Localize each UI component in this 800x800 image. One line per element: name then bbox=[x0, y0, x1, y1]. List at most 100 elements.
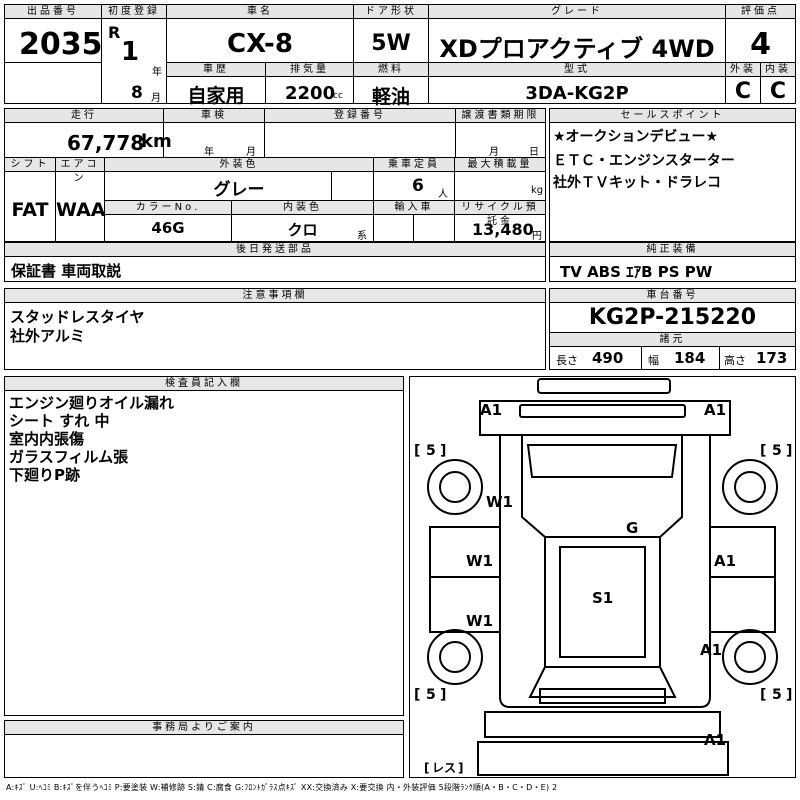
reg-month: 8 bbox=[131, 83, 143, 103]
inspector-line: シート すれ 中 bbox=[9, 412, 110, 430]
height: 173 bbox=[756, 349, 788, 367]
mark-rear: A1 bbox=[704, 731, 726, 749]
mark-door-fl: W1 bbox=[466, 552, 493, 570]
model-code: 3DA-KG2P bbox=[525, 83, 629, 104]
later-items-block: 後日発送部品 保証書 車両取説 bbox=[4, 242, 546, 282]
interior-label: 内装 bbox=[761, 63, 795, 77]
first-reg-label: 初度登録 bbox=[102, 5, 166, 19]
svg-text:]: ] bbox=[786, 443, 792, 459]
mileage: 67,778 bbox=[67, 131, 145, 155]
inspection-year-unit: 年 bbox=[204, 147, 214, 158]
score-label: 評価点 bbox=[726, 5, 795, 19]
color-label: 外装色 bbox=[105, 158, 373, 172]
load-label: 最大積載量 bbox=[455, 158, 545, 172]
note-line: スタッドレスタイヤ bbox=[10, 308, 145, 326]
chassis-label: 車台番号 bbox=[550, 289, 795, 303]
inspector-line: エンジン廻りオイル漏れ bbox=[9, 394, 175, 412]
later-items: 保証書 車両取説 bbox=[11, 262, 122, 280]
inspector-block: 検査員記入欄 エンジン廻りオイル漏れ シート すれ 中 室内内張傷 ガラスフィル… bbox=[4, 376, 404, 716]
specs-block: 走行 67,778 km 車検 年 月 登録番号 譲渡書類期限 月 日 シフト … bbox=[4, 108, 546, 242]
car-name: CX-8 bbox=[227, 29, 293, 59]
inspection-label: 車検 bbox=[164, 109, 264, 123]
displacement: 2200 bbox=[285, 83, 336, 104]
door-type: 5W bbox=[371, 31, 411, 56]
inspector-line: 室内内張傷 bbox=[9, 430, 85, 448]
ac-label: エアコン bbox=[56, 158, 104, 184]
capacity: 6 bbox=[412, 176, 424, 196]
mark-front-left: A1 bbox=[480, 401, 502, 419]
svg-text:]: ] bbox=[786, 687, 792, 703]
mark-windshield: G bbox=[626, 519, 638, 537]
load-unit: kg bbox=[531, 185, 544, 196]
cc-unit: cc bbox=[333, 91, 343, 101]
reg-year: 1 bbox=[121, 37, 140, 67]
recycle-fee: 13,480 bbox=[472, 220, 534, 239]
history: 自家用 bbox=[187, 85, 245, 107]
svg-text:[: [ bbox=[414, 687, 420, 703]
lot-number: 2035 bbox=[19, 27, 103, 62]
genuine-equipment-block: 純正装備 TV ABS ｴｱB PS PW bbox=[549, 242, 796, 282]
chassis-number: KG2P-215220 bbox=[588, 305, 757, 330]
exterior-label: 外装 bbox=[726, 63, 760, 77]
tire-rl-mark: 5 bbox=[426, 687, 436, 703]
car-name-label: 車名 bbox=[167, 5, 353, 19]
sales-point-line: ＥＴＣ・エンジンスターター bbox=[553, 153, 735, 169]
sales-points-block: セールスポイント ★オークションデビュー★ ＥＴＣ・エンジンスターター 社外ＴＶ… bbox=[549, 108, 796, 242]
era: R bbox=[108, 23, 121, 42]
later-items-label: 後日発送部品 bbox=[5, 243, 545, 257]
legend: A:ｷｽﾞ U:ﾍｺﾐ B:ｷｽﾞを伴うﾍｺﾐ P:要塗装 W:補修跡 S:錆 … bbox=[6, 783, 558, 792]
mark-roof: S1 bbox=[592, 589, 613, 607]
capacity-label: 乗車定員 bbox=[374, 158, 454, 172]
sales-point-line: 社外ＴＶキット・ドラレコ bbox=[553, 175, 721, 191]
mileage-label: 走行 bbox=[5, 109, 163, 123]
genuine-equipment: TV ABS ｴｱB PS PW bbox=[560, 263, 713, 281]
exterior-grade: C bbox=[734, 79, 752, 104]
mark-rear-note: レス bbox=[432, 761, 456, 775]
header-block: 出品番号 2035 初度登録 R 1 年 8 月 車名 CX-8 ドア形状 5W… bbox=[4, 4, 796, 108]
recycle-label: リサイクル預託金 bbox=[455, 201, 545, 227]
transfer-label: 譲渡書類期限 bbox=[456, 109, 545, 123]
import-label: 輸入車 bbox=[374, 201, 454, 215]
displacement-label: 排気量 bbox=[266, 63, 353, 77]
mark-quarter-r: A1 bbox=[700, 641, 722, 659]
svg-text:[: [ bbox=[414, 443, 420, 459]
sales-points-label: セールスポイント bbox=[550, 109, 795, 123]
svg-text:]: ] bbox=[458, 761, 463, 775]
capacity-unit: 人 bbox=[438, 189, 448, 200]
color-no-label: カラーNo. bbox=[105, 201, 231, 215]
mark-door-fr: A1 bbox=[714, 552, 736, 570]
sales-point-line: ★オークションデビュー★ bbox=[553, 129, 719, 145]
car-diagram: [5] [5] [5] [5] A1 A1 W1 W1 W1 A1 A1 G S… bbox=[414, 378, 792, 776]
inspection-month-unit: 月 bbox=[246, 147, 256, 158]
fuel: 軽油 bbox=[371, 86, 410, 108]
notes-block: 注意事項欄 スタッドレスタイヤ 社外アルミ bbox=[4, 288, 546, 370]
tire-rr-mark: 5 bbox=[772, 687, 782, 703]
width: 184 bbox=[674, 349, 706, 367]
notes-label: 注意事項欄 bbox=[5, 289, 545, 303]
svg-text:[: [ bbox=[424, 761, 429, 775]
inspector-label: 検査員記入欄 bbox=[5, 377, 403, 391]
shift-label: シフト bbox=[5, 158, 55, 172]
year-unit: 年 bbox=[152, 67, 162, 78]
interior-grade: C bbox=[769, 79, 787, 104]
mark-door-rl: W1 bbox=[466, 612, 493, 630]
grade: XDプロアクティブ 4WD bbox=[439, 35, 715, 63]
office-block: 事務局よりご案内 bbox=[4, 720, 404, 778]
svg-text:[: [ bbox=[760, 687, 766, 703]
height-label: 高さ bbox=[724, 354, 746, 367]
note-line: 社外アルミ bbox=[10, 327, 85, 345]
color: グレー bbox=[213, 180, 265, 200]
chassis-block: 車台番号 KG2P-215220 諸元 長さ 490 幅 184 高さ 173 bbox=[549, 288, 796, 370]
inspector-line: ガラスフィルム張 bbox=[9, 448, 129, 466]
dims-label: 諸元 bbox=[550, 333, 795, 347]
history-label: 車歴 bbox=[167, 63, 265, 77]
color-no: 46G bbox=[151, 219, 185, 237]
mark-front-right: A1 bbox=[704, 401, 726, 419]
tire-fl-mark: 5 bbox=[426, 443, 436, 459]
inspector-line: 下廻りP跡 bbox=[9, 466, 80, 484]
interior-color: クロ bbox=[287, 221, 318, 239]
length-label: 長さ bbox=[556, 354, 578, 367]
month-unit: 月 bbox=[151, 93, 161, 104]
width-label: 幅 bbox=[648, 354, 659, 367]
grade-label: グレード bbox=[429, 5, 725, 19]
